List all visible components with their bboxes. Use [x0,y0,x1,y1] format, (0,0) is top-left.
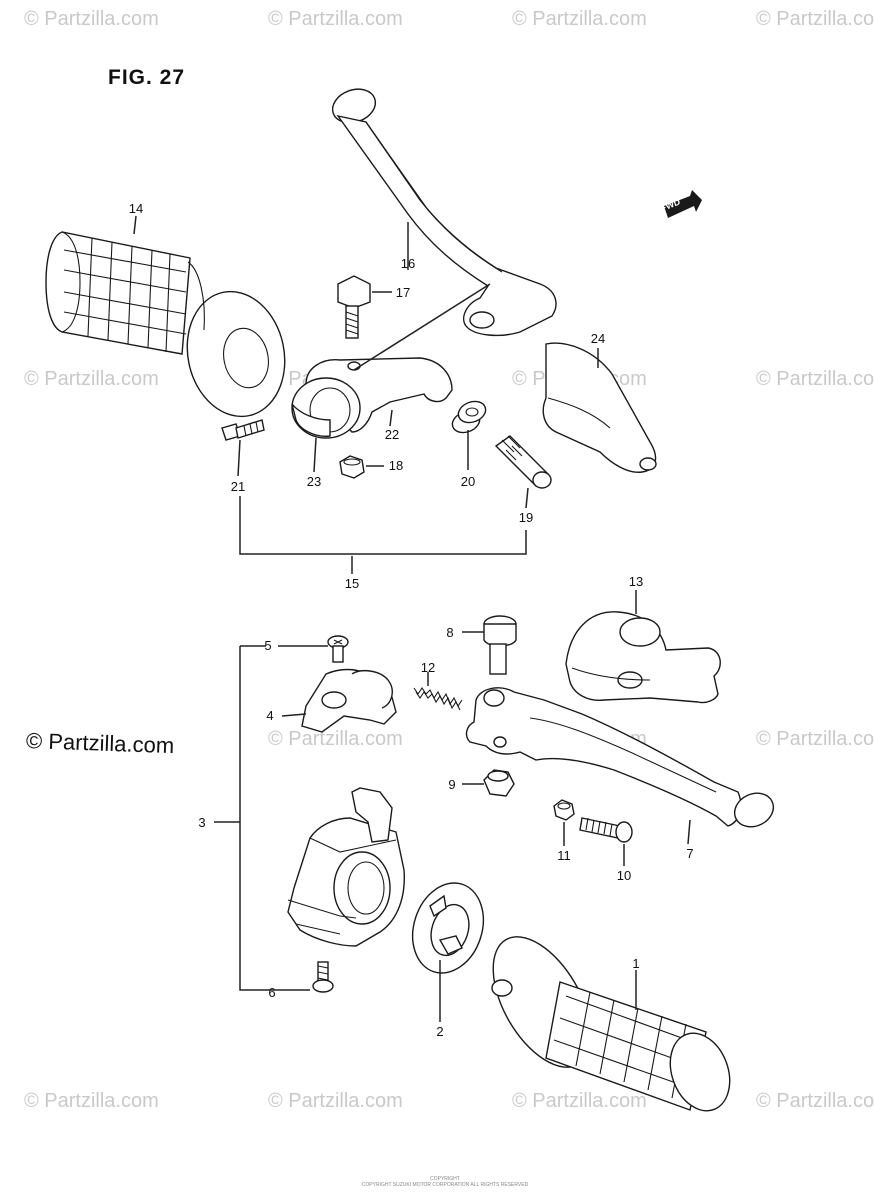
clamp-4-part [301,668,397,733]
copyright-fine-print: COPYRIGHT COPYRIGHT SUZUKI MOTOR CORPORA… [340,1176,550,1188]
callout-19: 19 [518,510,534,525]
callout-8: 8 [446,625,454,640]
callout-15: 15 [344,576,360,591]
figure-title: FIG. 27 [108,66,186,89]
watermark: © Partzilla.com [512,1090,647,1112]
watermark: © Partzilla.com [512,8,647,30]
callout-11: 11 [557,848,571,863]
lever-bracket-part [291,357,453,439]
callout-7: 7 [686,846,694,861]
callout-21: 21 [230,479,246,494]
callout-12: 12 [420,660,436,675]
callout-16: 16 [400,256,416,271]
callout-23: 23 [306,474,322,489]
grip-left-part [45,231,286,418]
callout-2: 2 [436,1024,444,1039]
callout-14: 14 [128,201,144,216]
callout-5: 5 [264,638,272,653]
forward-arrow-icon [664,190,702,218]
screw-6-part [312,961,334,993]
watermark: © Partzilla.com [756,8,874,30]
brake-lever-part [465,687,775,828]
spring-12-part [413,687,463,711]
nut-11-part [553,799,575,821]
lever-cover-part [542,342,657,473]
callout-3: 3 [198,815,206,830]
watermark: © Partzilla.com [756,728,874,750]
watermark: © Partzilla.com [24,8,159,30]
nut-9-part [483,769,515,797]
switch-housing-part [287,787,405,947]
callout-10: 10 [616,868,632,883]
lever-cover-13-part [565,611,721,704]
watermark: © Partzilla.com [24,1090,159,1112]
watermark: © Partzilla.com [268,728,403,750]
nut-18-part [339,455,365,479]
watermark: © Partzilla.com [756,368,874,390]
callout-24: 24 [590,331,606,346]
callout-4: 4 [266,708,274,723]
watermark: © Partzilla.com [268,1090,403,1112]
callout-18: 18 [388,458,404,473]
watermark: © Partzilla.com [24,368,159,390]
callout-9: 9 [448,777,456,792]
pivot-bolt-8-part [483,615,517,675]
clutch-lever-part [331,88,557,337]
locknut-20-part [451,400,487,434]
screw-5-part [327,635,349,663]
bolt-17-part [337,275,371,339]
callout-6: 6 [268,985,276,1000]
callout-17: 17 [395,285,411,300]
callout-20: 20 [460,474,476,489]
callout-13: 13 [628,574,644,589]
throttle-collar-part [411,882,485,974]
callout-1: 1 [632,956,640,971]
copyright-line-2: COPYRIGHT SUZUKI MOTOR CORPORATION ALL R… [361,1182,529,1188]
bolt-10-part [579,817,633,843]
copyright-line-1: COPYRIGHT [430,1176,460,1182]
watermark: © Partzilla.com [268,8,403,30]
pivot-bolt-21-part [221,419,265,441]
callout-22: 22 [384,427,400,442]
adjuster-19-part [494,435,552,489]
watermark: © Partzilla.com [756,1090,874,1112]
grip-right-part [491,936,731,1112]
